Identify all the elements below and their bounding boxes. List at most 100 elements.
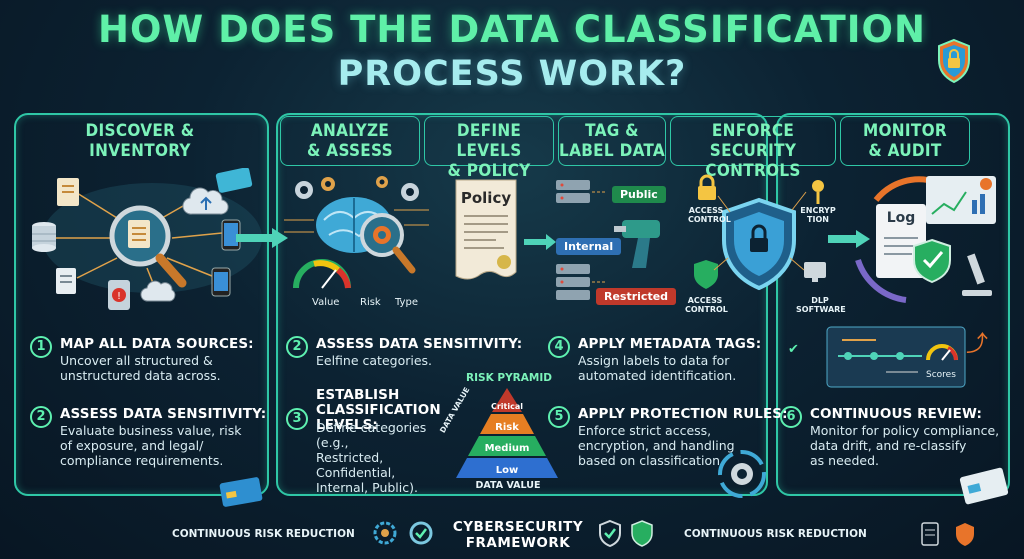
pyramid-label-critical: Critical xyxy=(490,402,523,411)
stage-title-enforce: ENFORCE SECURITY CONTROLS xyxy=(705,121,801,181)
step-heading: ASSESS DATA SENSITIVITY: xyxy=(60,406,267,422)
step-heading: APPLY METADATA TAGS: xyxy=(578,336,762,352)
document-icon xyxy=(57,178,79,206)
step-number: 2 xyxy=(30,406,52,428)
shield-check-icon xyxy=(913,238,951,284)
flow-arrow-2 xyxy=(524,234,556,250)
tag-illustration xyxy=(556,180,660,300)
step-number: 4 xyxy=(548,336,570,358)
svg-text:!: ! xyxy=(117,291,121,302)
step-heading: CONTINUOUS REVIEW: xyxy=(810,406,983,422)
stage-title-discover: DISCOVER & INVENTORY xyxy=(85,121,195,161)
shield-icon xyxy=(956,523,974,546)
panel-analyze-tag xyxy=(276,113,768,496)
risk-pyramid-title: RISK PYRAMID xyxy=(466,372,552,384)
step-body: Enforce strict access, encryption, and h… xyxy=(578,423,735,468)
dashboard-icon xyxy=(926,176,996,224)
tablet-icon xyxy=(221,219,241,251)
control-label-access-1: ACCESS CONTROL xyxy=(688,206,731,224)
step-heading: ASSESS DATA SENSITIVITY: xyxy=(316,336,523,352)
server-warning-icon: ! xyxy=(108,280,130,310)
scores-dashboard xyxy=(826,326,966,388)
phone-icon xyxy=(211,267,231,297)
panel-discover xyxy=(14,113,269,496)
step-heading: APPLY PROTECTION RULES: xyxy=(578,406,788,422)
card-icon xyxy=(959,467,1009,505)
log-label: Log xyxy=(886,210,916,226)
control-label-access-2: ACCESS CONTROL xyxy=(685,296,728,314)
magnifier-gear-icon xyxy=(360,213,416,274)
discover-illustration: ! xyxy=(32,168,262,310)
document-icon xyxy=(921,522,939,546)
card-icon xyxy=(219,477,263,507)
control-label-dlp: DLP SOFTWARE xyxy=(796,296,846,314)
step-body: Define categories (e.g., Restricted, Con… xyxy=(316,420,427,495)
refresh-check-icon xyxy=(409,521,433,545)
gauge-icon xyxy=(293,259,351,289)
scores-label: Scores xyxy=(926,370,956,380)
server-stack-icon xyxy=(556,180,590,300)
stage-box-analyze xyxy=(280,116,420,166)
page-title-line1: HOW DOES THE DATA CLASSIFICATION xyxy=(98,8,926,51)
policy-document-icon xyxy=(455,179,517,280)
tag-restricted: Restricted xyxy=(596,288,677,305)
step-number: 1 xyxy=(30,336,52,358)
step-heading: MAP ALL DATA SOURCES: xyxy=(60,336,254,352)
refresh-arrow-icon: ⤴ xyxy=(966,332,989,357)
pyramid-level-low xyxy=(456,458,558,478)
shield-icon xyxy=(722,197,796,291)
page-title-line2: PROCESS WORK? xyxy=(337,54,687,94)
pyramid-label-risk: Risk xyxy=(495,422,519,433)
stage-box-monitor xyxy=(840,116,970,166)
analyze-illustration xyxy=(284,176,429,289)
card-icon xyxy=(215,168,253,193)
shield-icon xyxy=(631,520,653,547)
monitor-illustration xyxy=(855,176,996,303)
analyze-label-type: Type xyxy=(395,297,418,308)
gear-icon xyxy=(295,176,419,201)
gear-user-icon xyxy=(373,521,397,545)
step-heading: ESTABLISH CLASSIFICATION LEVELS: xyxy=(316,387,441,433)
pyramid-label-low: Low xyxy=(495,465,519,476)
step-number: 5 xyxy=(548,406,570,428)
panel-monitor xyxy=(776,113,1010,496)
magnifier-icon xyxy=(109,205,187,288)
microscope-icon xyxy=(962,253,992,296)
pyramid-level-risk xyxy=(480,414,534,434)
check-icon: ✔ xyxy=(788,342,799,357)
step-body: Evaluate business value, risk of exposur… xyxy=(60,423,242,468)
flow-arrow-3 xyxy=(828,230,870,248)
tag-internal: Internal xyxy=(556,238,622,255)
step-body: Monitor for policy compliance, data drif… xyxy=(810,423,1000,468)
shield-check-icon xyxy=(694,260,718,289)
analyze-label-risk: Risk xyxy=(360,297,381,308)
step-body: Eelfine categories. xyxy=(316,353,433,368)
risk-pyramid xyxy=(456,388,558,478)
cloud-icon xyxy=(140,280,176,302)
footer-right-text: CONTINUOUS RISK REDUCTION xyxy=(684,528,867,540)
tag-gun-icon xyxy=(614,220,660,268)
cycle-gear-icon xyxy=(718,450,766,498)
analyze-label-value: Value xyxy=(312,297,340,308)
stage-title-define: DEFINE LEVELS & POLICY xyxy=(447,121,531,181)
tag-public: Public xyxy=(612,186,666,203)
stage-title-monitor: MONITOR & AUDIT xyxy=(862,121,948,161)
stage-title-tag: TAG & LABEL DATA xyxy=(559,121,665,161)
monitor-icon xyxy=(804,262,826,282)
step-body: Uncover all structured & unstructured da… xyxy=(60,353,221,383)
step-number: 3 xyxy=(286,408,308,430)
key-icon xyxy=(812,180,824,204)
policy-label: Policy xyxy=(460,189,512,207)
stage-box-enforce xyxy=(670,116,836,166)
shield-lock-icon xyxy=(938,38,970,84)
enforce-illustration xyxy=(694,174,826,291)
stage-box-define xyxy=(424,116,554,166)
stage-title-analyze: ANALYZE & ASSESS xyxy=(307,121,393,161)
pyramid-x-label: DATA VALUE xyxy=(475,480,541,491)
pyramid-label-medium: Medium xyxy=(484,443,530,454)
flow-arrow-1 xyxy=(236,228,288,248)
footer-left-text: CONTINUOUS RISK REDUCTION xyxy=(172,528,355,540)
stage-box-tag xyxy=(558,116,666,166)
footer-framework-text: CYBERSECURITY FRAMEWORK xyxy=(452,519,584,551)
step-number: 2 xyxy=(286,336,308,358)
